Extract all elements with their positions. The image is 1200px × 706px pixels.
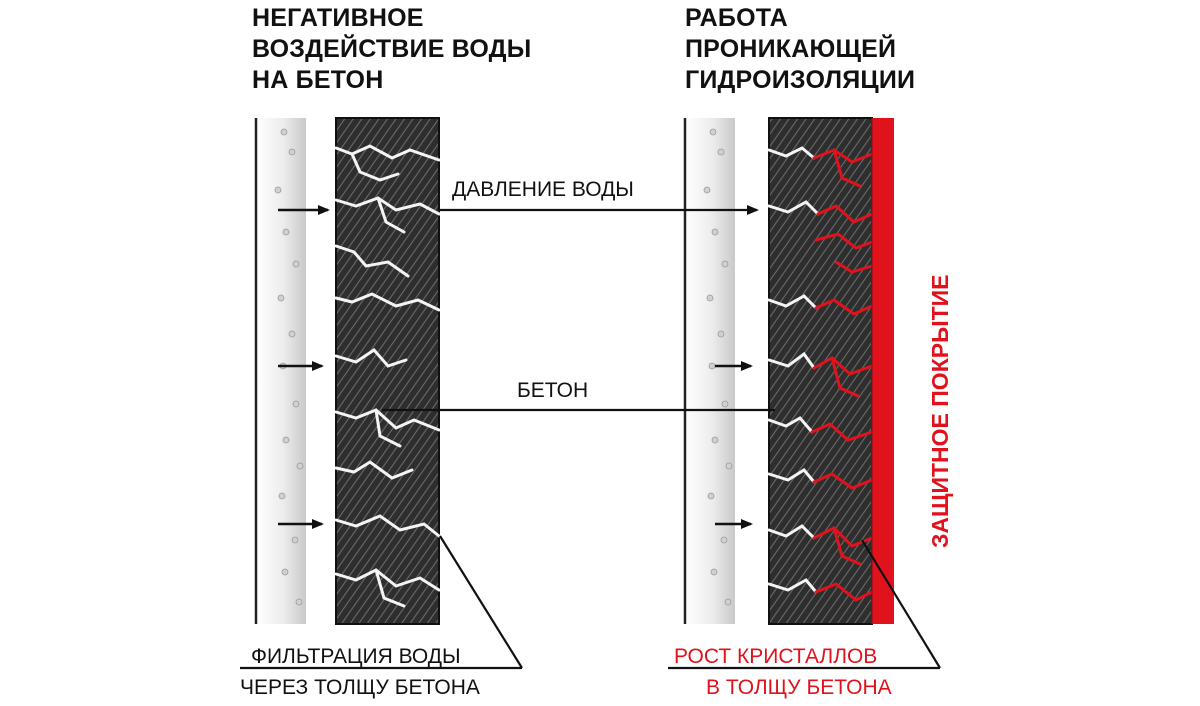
crystal-growth — [810, 148, 874, 602]
filtration-pointer-line — [439, 535, 523, 669]
water-layer-left — [256, 118, 306, 624]
protective-coating-layer — [872, 118, 894, 624]
crystals-label-line1: РОСТ КРИСТАЛЛОВ — [674, 645, 877, 668]
water-droplets-left — [274, 128, 304, 606]
concrete-slab-left — [336, 118, 439, 624]
connector-lines — [240, 205, 941, 670]
water-layer-right — [685, 118, 735, 624]
pressure-arrows-left — [278, 205, 330, 529]
right-panel-title: РАБОТА ПРОНИКАЮЩЕЙ ГИДРОИЗОЛЯЦИИ — [685, 4, 916, 94]
filtration-label-line1: ФИЛЬТРАЦИЯ ВОДЫ — [251, 645, 461, 668]
crystals-label-line2: В ТОЛЩУ БЕТОНА — [706, 676, 892, 699]
pressure-arrows-right — [715, 361, 753, 529]
crystals-pointer-line — [861, 539, 941, 669]
left-panel-title: НЕГАТИВНОЕ ВОЗДЕЙСТВИЕ ВОДЫ НА БЕТОН — [252, 4, 532, 94]
water-cracks-right — [767, 146, 820, 594]
concrete-label: БЕТОН — [517, 379, 588, 402]
water-cracks-left — [334, 144, 441, 608]
water-droplets-right — [703, 128, 733, 606]
filtration-label-line2: ЧЕРЕЗ ТОЛЩУ БЕТОНА — [240, 676, 480, 699]
left-panel — [254, 117, 441, 625]
right-panel — [683, 117, 894, 625]
protective-coating-label: ЗАЩИТНОЕ ПОКРЫТИЕ — [927, 274, 953, 548]
water-pressure-label: ДАВЛЕНИЕ ВОДЫ — [452, 178, 634, 201]
